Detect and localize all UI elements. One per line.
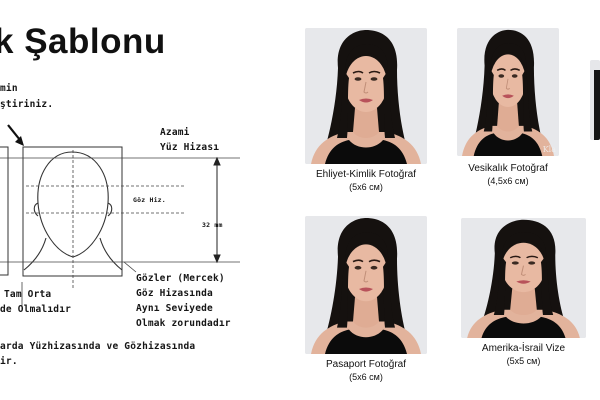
- center-note-line1: Tam Orta: [4, 289, 52, 300]
- portrait-photo: [461, 218, 586, 338]
- portrait-icon: [457, 28, 559, 156]
- eyes-note-line2: Göz Hizasında: [136, 288, 213, 299]
- top-head-label: Azami: [160, 127, 190, 138]
- eyes-note-line3: Aynı Seviyede: [136, 303, 213, 314]
- photo-caption-title: Vesikalık Fotoğraf: [468, 163, 548, 174]
- height-arrow-icon: [213, 156, 221, 264]
- eye-line-label: Göz Hiz.: [133, 196, 166, 204]
- bottom-note-line2: ir.: [0, 356, 18, 367]
- note-top-line2: ştiriniz.: [0, 99, 54, 110]
- portrait-icon: [461, 218, 586, 338]
- portrait-photo: [305, 28, 427, 164]
- portrait-photo-partial: [590, 60, 600, 140]
- page-title: k Şablonu: [0, 22, 166, 61]
- photo-caption-size: (4,5x6 ᴄᴍ): [487, 176, 529, 186]
- photo-caption-title: Pasaport Fotoğraf: [325, 359, 407, 370]
- portrait-icon: [305, 216, 427, 354]
- top-head-label2: Yüz Hizası: [160, 142, 220, 153]
- template-diagram: [0, 124, 240, 310]
- photo-watermark: Kla: [542, 145, 556, 154]
- height-label: 32 mm: [202, 221, 223, 229]
- photo-caption-size: (5x5 ᴄᴍ): [506, 356, 541, 366]
- eyes-note-line4: Olmak zorundadır: [136, 318, 231, 329]
- photo-caption-title: Ehliyet-Kimlik Fotoğraf: [315, 169, 417, 180]
- center-note-line2: de Olmalıdır: [0, 304, 72, 315]
- photo-frame: [22, 146, 123, 277]
- bottom-note-line1: arda Yüzhizasında ve Gözhizasında: [0, 341, 196, 352]
- portrait-icon: [305, 28, 427, 164]
- note-top-line1: min: [0, 83, 18, 94]
- template-panel: k Şablonu min ştiriniz.: [0, 22, 240, 367]
- photo-caption-title: Amerika-İsrail Vize: [481, 343, 566, 354]
- portrait-photo: Kla: [457, 28, 559, 156]
- eyes-note-line1: Gözler (Mercek): [136, 273, 225, 284]
- photo-caption-size: (5x6 ᴄᴍ): [349, 372, 383, 382]
- portrait-photo: [305, 216, 427, 354]
- photo-caption-size: (5x6 ᴄᴍ): [349, 182, 383, 192]
- pointer-arrow-icon: [7, 124, 24, 146]
